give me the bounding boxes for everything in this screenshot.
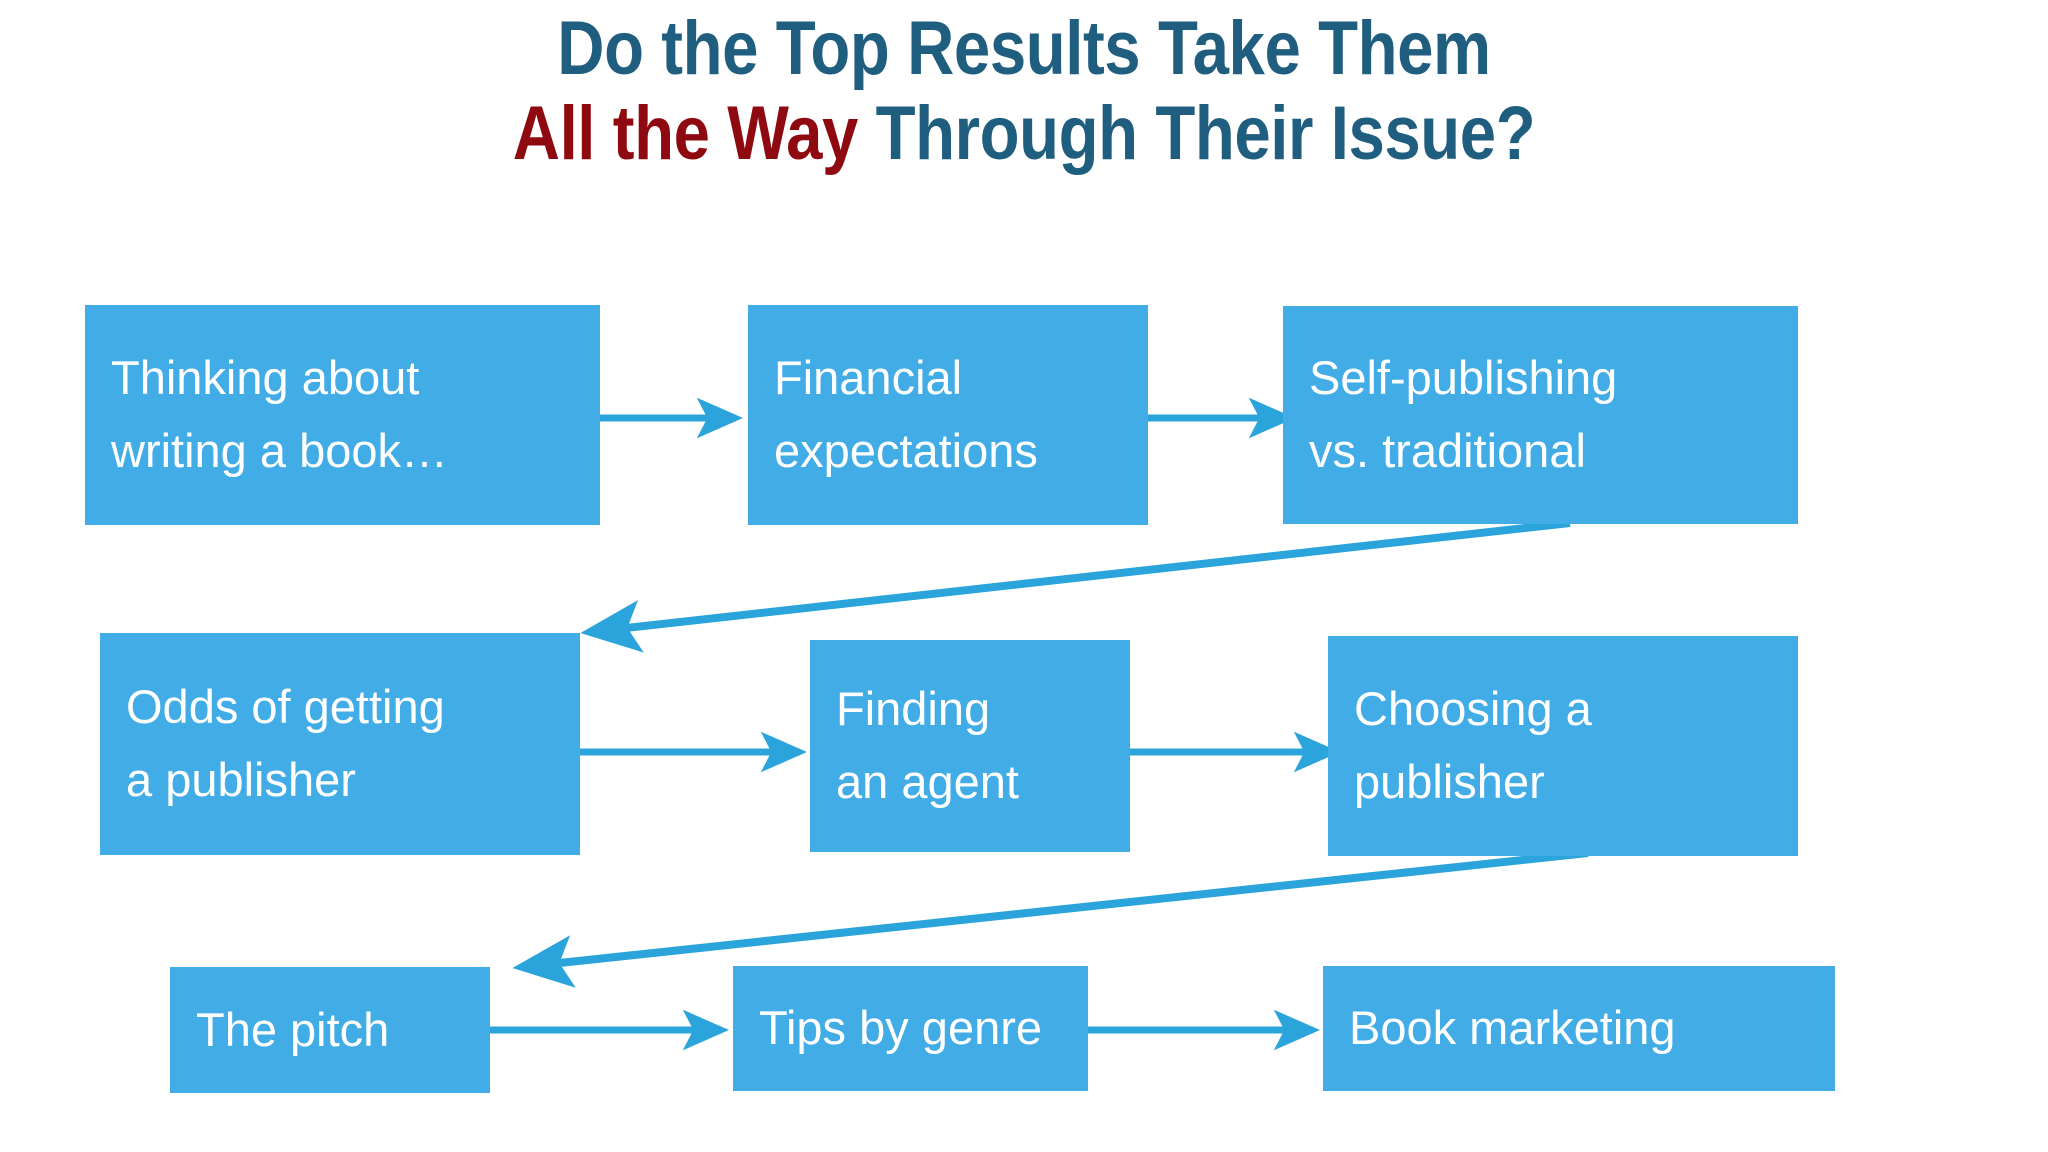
flow-node-tips-by-genre[interactable]: Tips by genre [733,966,1088,1091]
node-line-2: writing a book… [111,424,448,477]
node-line-2: vs. traditional [1309,424,1586,477]
title-line-2: All the Way Through Their Issue? [143,91,1904,176]
node-line-1: Book marketing [1349,1001,1676,1055]
node-line-1: The pitch [196,1002,390,1056]
page-title: Do the Top Results Take Them All the Way… [0,6,2048,176]
node-line-2: publisher [1354,755,1545,808]
flow-node-the-pitch[interactable]: The pitch [170,967,490,1093]
node-line-2: a publisher [126,753,356,806]
title-emphasis-red: All the Way [512,91,859,177]
node-line-2: expectations [774,424,1038,477]
node-line-1: Finding [836,682,991,736]
node-line-1: Thinking about [111,351,420,405]
flow-node-choosing-a-publisher[interactable]: Choosing a publisher [1328,636,1798,856]
node-line-1: Self-publishing [1309,351,1618,405]
connector-choosing-to-pitch [512,849,1589,988]
connector-selfpub-to-odds [580,519,1571,653]
node-line-1: Financial [774,351,963,405]
flow-node-financial-expectations[interactable]: Financial expectations [748,305,1148,525]
flow-node-self-publishing-vs-traditional[interactable]: Self-publishing vs. traditional [1283,306,1798,524]
flow-node-finding-an-agent[interactable]: Finding an agent [810,640,1130,852]
flow-node-book-marketing[interactable]: Book marketing [1323,966,1835,1091]
flow-node-odds-of-getting-a-publisher[interactable]: Odds of getting a publisher [100,633,580,855]
node-line-1: Odds of getting [126,680,445,734]
node-line-1: Tips by genre [759,1001,1043,1055]
title-line-1: Do the Top Results Take Them [557,6,1491,91]
title-line-2-rest: Through Their Issue? [857,91,1536,177]
flow-node-thinking-about-writing-a-book[interactable]: Thinking about writing a book… [85,305,600,525]
node-line-2: an agent [836,755,1019,808]
node-line-1: Choosing a [1354,682,1592,736]
